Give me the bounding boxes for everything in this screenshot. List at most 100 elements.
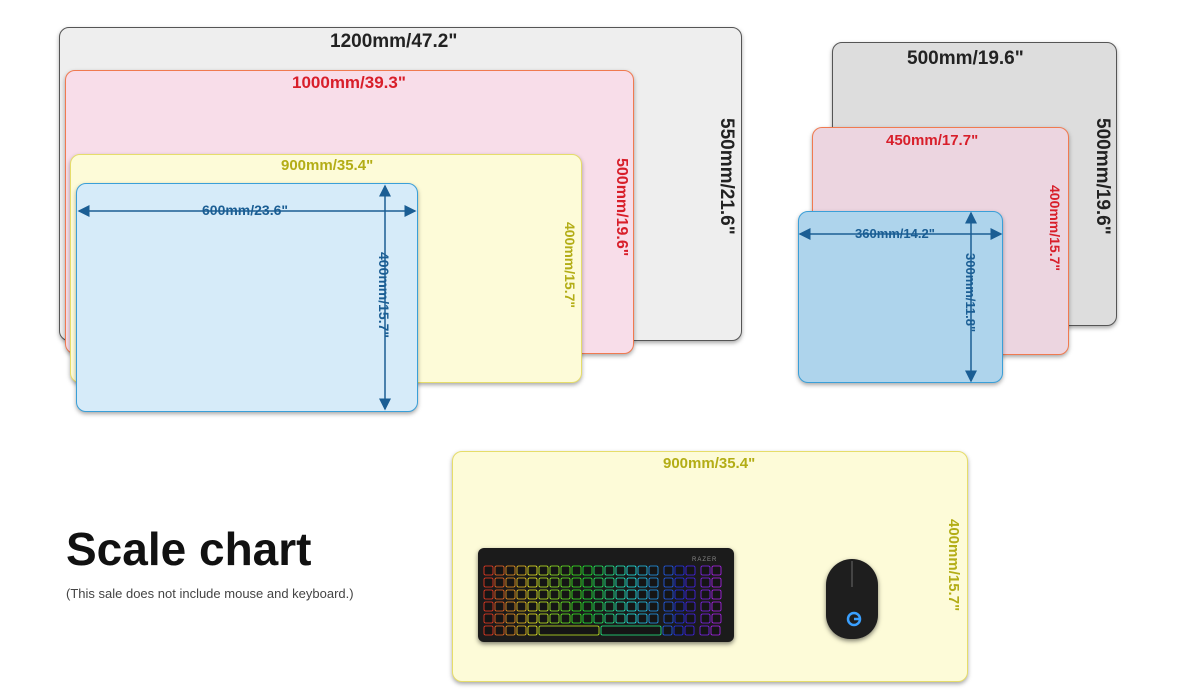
width-label-500: 500mm/19.6" <box>907 48 1024 69</box>
keyboard-key <box>494 565 505 576</box>
keyboard-key <box>684 625 695 636</box>
keyboard-key <box>527 601 538 612</box>
page-title: Scale chart <box>66 523 312 575</box>
keyboard-key <box>674 613 685 624</box>
keyboard-key <box>674 577 685 588</box>
keyboard-key <box>527 589 538 600</box>
keyboard-key <box>538 613 549 624</box>
keyboard-key <box>711 565 722 576</box>
keyboard-key <box>483 601 494 612</box>
mouse-button-split <box>851 561 853 587</box>
keyboard-key <box>663 565 674 576</box>
keyboard-key <box>483 625 494 636</box>
keyboard-key <box>505 589 516 600</box>
keyboard-key <box>516 613 527 624</box>
keyboard-key <box>637 613 648 624</box>
keyboard-key <box>615 589 626 600</box>
keyboard-key <box>516 577 527 588</box>
keyboard-key <box>538 565 549 576</box>
keyboard-key <box>604 565 615 576</box>
keyboard-key <box>699 625 710 636</box>
keyboard-key <box>505 625 516 636</box>
keyboard-key <box>505 613 516 624</box>
keyboard-key <box>483 565 494 576</box>
keyboard-key <box>549 601 560 612</box>
keyboard-key <box>538 577 549 588</box>
height-label-400-yellow: 400mm/15.7" <box>562 222 578 309</box>
keyboard-key <box>560 577 571 588</box>
keyboard-key <box>700 577 711 588</box>
keyboard-key <box>700 601 711 612</box>
keyboard-key <box>700 613 711 624</box>
keyboard-key <box>604 577 615 588</box>
height-label-500-small: 500mm/19.6" <box>1092 118 1113 235</box>
keyboard-key <box>505 577 516 588</box>
keyboard-key <box>648 601 659 612</box>
keyboard-key <box>663 601 674 612</box>
keyboard-key <box>663 589 674 600</box>
demo-width-label: 900mm/35.4" <box>663 455 756 472</box>
keyboard-key <box>637 601 648 612</box>
keyboard-key <box>637 589 648 600</box>
keyboard-key <box>560 601 571 612</box>
keyboard-key <box>582 589 593 600</box>
keyboard-key <box>648 589 659 600</box>
keyboard-key <box>571 613 582 624</box>
keyboard-key <box>538 601 549 612</box>
keyboard-key <box>593 565 604 576</box>
keyboard-key <box>710 625 721 636</box>
keyboard-key <box>685 589 696 600</box>
keyboard-key <box>483 577 494 588</box>
keyboard-key <box>527 565 538 576</box>
keyboard-key <box>685 601 696 612</box>
keyboard-key <box>538 589 549 600</box>
keyboard-key <box>505 601 516 612</box>
keyboard-key <box>648 613 659 624</box>
mat-600x400 <box>76 183 418 412</box>
keyboard-key <box>494 613 505 624</box>
keyboard-key <box>674 565 685 576</box>
keyboard-key <box>615 565 626 576</box>
keyboard-key <box>648 577 659 588</box>
keyboard-key <box>527 577 538 588</box>
keyboard-key <box>582 613 593 624</box>
keyboard-key <box>571 589 582 600</box>
keyboard-key <box>600 625 662 636</box>
keyboard-key <box>560 565 571 576</box>
keyboard-key <box>483 613 494 624</box>
keyboard-key <box>593 589 604 600</box>
keyboard-key <box>711 613 722 624</box>
keyboard-key <box>700 565 711 576</box>
keyboard-key <box>494 601 505 612</box>
demo-height-label: 400mm/15.7" <box>945 519 962 612</box>
keyboard-key <box>626 589 637 600</box>
keyboard-key <box>615 601 626 612</box>
keyboard-key <box>494 589 505 600</box>
keyboard-key <box>674 589 685 600</box>
keyboard-key <box>582 577 593 588</box>
keyboard-image: RAZER <box>478 548 734 642</box>
keyboard-key <box>685 565 696 576</box>
width-label-900: 900mm/35.4" <box>281 157 374 174</box>
keyboard-key <box>700 589 711 600</box>
keyboard-key <box>662 625 673 636</box>
keyboard-key <box>626 601 637 612</box>
keyboard-key <box>494 577 505 588</box>
height-label-400-small: 400mm/15.7" <box>1047 185 1063 272</box>
keyboard-key <box>549 565 560 576</box>
keyboard-key <box>604 601 615 612</box>
keyboard-key <box>637 565 648 576</box>
keyboard-key <box>648 565 659 576</box>
keyboard-key <box>626 577 637 588</box>
keyboard-key <box>663 577 674 588</box>
keyboard-key <box>711 601 722 612</box>
keyboard-key <box>685 577 696 588</box>
keyboard-key <box>593 601 604 612</box>
keyboard-key <box>527 613 538 624</box>
keyboard-key <box>593 577 604 588</box>
keyboard-key <box>571 601 582 612</box>
keyboard-key <box>582 601 593 612</box>
keyboard-key <box>483 589 494 600</box>
keyboard-key <box>527 625 538 636</box>
